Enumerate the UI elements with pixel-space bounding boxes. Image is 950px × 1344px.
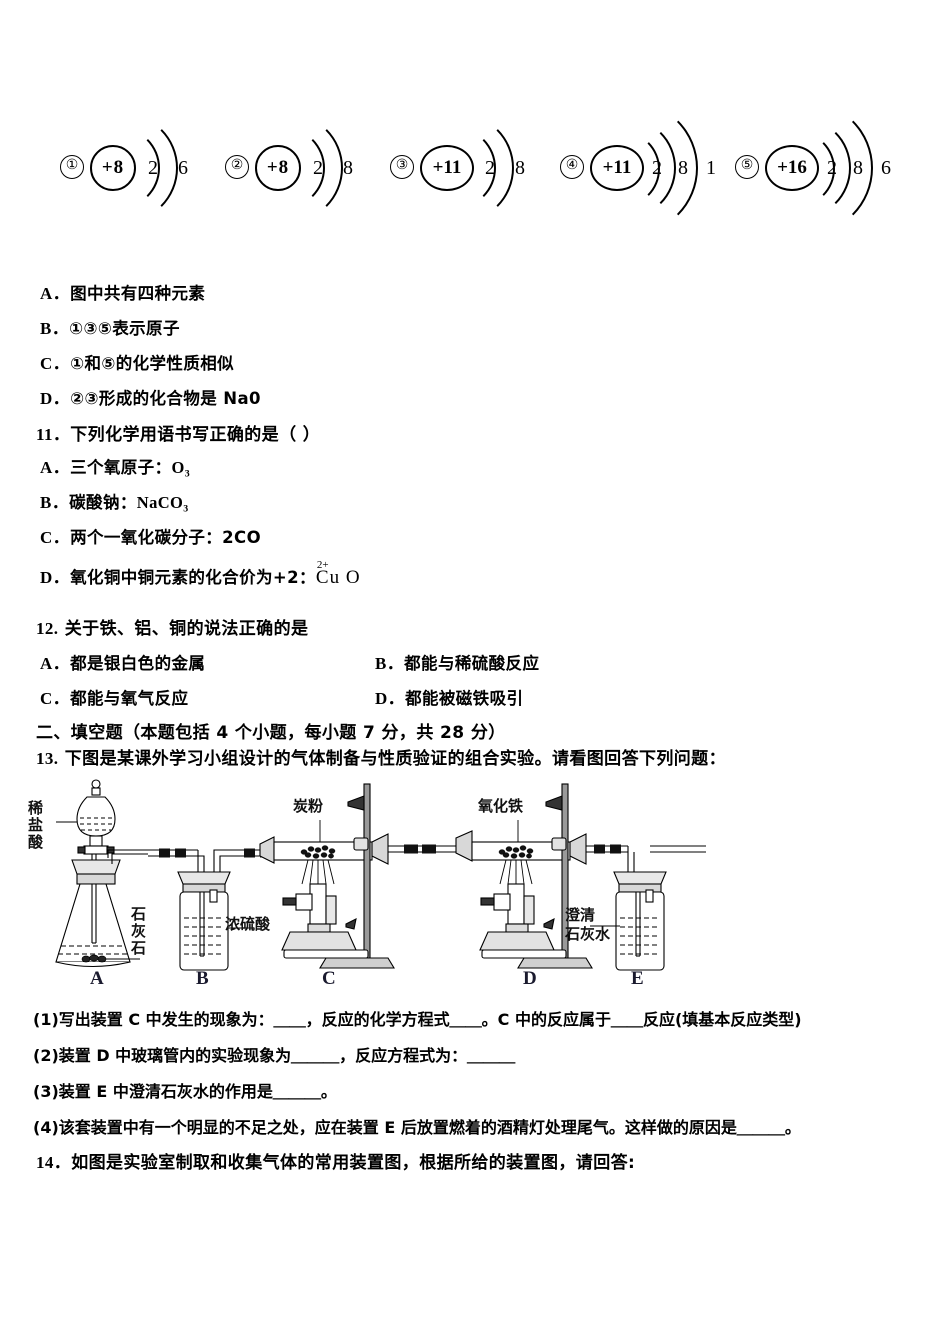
apparatus-letter-c: C: [322, 968, 336, 989]
q14-number: 14．: [36, 1153, 72, 1172]
q11-stem: 11．下列化学用语书写正确的是（ ）: [36, 424, 320, 446]
q14-stem: 14．如图是实验室制取和收集气体的常用装置图，根据所给的装置图，请回答:: [36, 1152, 635, 1174]
q13-sub-3: (3)装置 E 中澄清石灰水的作用是＿＿＿。: [33, 1082, 337, 1101]
q10-option-c-letter: C．: [40, 354, 71, 373]
electron-count: 8: [515, 157, 525, 179]
figure-label-carbon-powder: 炭粉: [293, 797, 324, 815]
atom-item: ② +8 2 8: [225, 95, 375, 245]
atom-item: ④ +11 2 8 1: [560, 95, 745, 245]
q10-option-b: B．①③⑤表示原子: [40, 318, 180, 340]
electron-count: 2: [485, 157, 495, 179]
q11-option-b-formula: NaCO₃: [136, 493, 189, 512]
q14-stem-text: 如图是实验室制取和收集气体的常用装置图，根据所给的装置图，请回答:: [71, 1153, 636, 1173]
atom-item: ③ +11 2 8: [390, 95, 545, 245]
q11-option-a-formula: O₃: [171, 458, 191, 477]
q12-option-d-letter: D．: [375, 689, 406, 708]
q11-option-c-letter: C．: [40, 528, 71, 547]
oxidation-state-superscript: 2+: [316, 559, 329, 571]
q12-option-c-letter: C．: [40, 689, 71, 708]
figure-label-dilute-hcl: 稀 盐 酸: [28, 799, 44, 851]
q13-stem: 13. 下图是某课外学习小组设计的气体制备与性质验证的组合实验。请看图回答下列问…: [36, 748, 726, 770]
oxidation-state-body: Cu O: [315, 567, 361, 588]
q12-stem-text: 关于铁、铝、铜的说法正确的是: [64, 619, 309, 639]
q10-option-d: D．②③形成的化合物是 Na0: [40, 388, 261, 410]
q13-sub-2: (2)装置 D 中玻璃管内的实验现象为＿＿＿，反应方程式为：＿＿＿: [33, 1046, 516, 1065]
q13-sub-4: (4)该套装置中有一个明显的不足之处，应在装置 E 后放置燃着的酒精灯处理尾气。…: [33, 1118, 801, 1137]
electron-shell-arc: [564, 101, 698, 235]
q10-option-c: C．①和⑤的化学性质相似: [40, 353, 234, 375]
q12-option-c: C．都能与氧气反应: [40, 688, 188, 710]
q10-option-a-text: 图中共有四种元素: [70, 284, 206, 303]
q12-option-a-letter: A．: [40, 654, 71, 673]
atom-item: ⑤ +16 2 8 6: [735, 95, 920, 245]
q10-option-d-letter: D．: [40, 389, 71, 408]
q11-option-b-letter: B．: [40, 493, 70, 512]
figure-label-iron-oxide: 氧化铁: [478, 797, 524, 815]
q10-option-a: A．图中共有四种元素: [40, 283, 205, 305]
q11-option-b: B．碳酸钠：NaCO₃: [40, 492, 189, 514]
q13-number: 13.: [36, 749, 59, 768]
section-2-header: 二、填空题（本题包括 4 个小题，每小题 7 分，共 28 分）: [36, 723, 506, 743]
q10-option-c-text: ①和⑤的化学性质相似: [70, 354, 235, 373]
electron-count: 6: [178, 157, 188, 179]
q11-option-a-letter: A．: [40, 458, 71, 477]
electron-count: 8: [853, 157, 863, 179]
figure-label-conc-sulfuric-acid: 浓硫酸: [225, 915, 271, 933]
q12-option-b-letter: B．: [375, 654, 405, 673]
electron-count: 1: [706, 157, 716, 179]
electron-shell-arc: [404, 113, 514, 223]
q10-option-b-text: ①③⑤表示原子: [69, 319, 180, 338]
apparatus-letter-d: D: [523, 968, 537, 989]
q10-option-b-letter: B．: [40, 319, 70, 338]
q11-option-c-text: 两个一氧化碳分子：2CO: [70, 528, 261, 547]
q12-option-d-text: 都能被磁铁吸引: [405, 689, 524, 708]
experiment-apparatus-figure: 稀 盐 酸 石 灰 石 浓硫酸 炭粉 氧化铁 澄清 石灰水 A B C D E: [28, 778, 728, 993]
q11-stem-text: 下列化学用语书写正确的是（ ）: [70, 425, 321, 445]
q13-stem-text: 下图是某课外学习小组设计的气体制备与性质验证的组合实验。请看图回答下列问题：: [64, 749, 726, 769]
apparatus-letter-a: A: [90, 968, 104, 989]
apparatus-letter-e: E: [631, 968, 644, 989]
q12-option-a: A．都是银白色的金属: [40, 653, 205, 675]
q12-option-c-text: 都能与氧气反应: [70, 689, 189, 708]
q11-option-c: C．两个一氧化碳分子：2CO: [40, 527, 261, 549]
q13-sub-1: (1)写出装置 C 中发生的现象为：＿＿，反应的化学方程式＿＿。C 中的反应属于…: [33, 1010, 802, 1029]
q10-option-a-letter: A．: [40, 284, 71, 303]
electron-count: 8: [678, 157, 688, 179]
figure-label-limewater: 澄清 石灰水: [565, 906, 611, 943]
electron-count: 2: [313, 157, 323, 179]
electron-shell-arc: [739, 101, 873, 235]
apparatus-svg: [55, 779, 706, 971]
q12-stem: 12. 关于铁、铝、铜的说法正确的是: [36, 618, 308, 640]
q12-option-d: D．都能被磁铁吸引: [375, 688, 523, 710]
electron-count: 6: [881, 157, 891, 179]
q11-option-d-letter: D．: [40, 568, 71, 587]
q12-option-b: B．都能与稀硫酸反应: [375, 653, 539, 675]
q11-option-b-text: 碳酸钠：: [69, 493, 137, 512]
q11-option-d-text: 氧化铜中铜元素的化合价为+2：: [70, 568, 316, 587]
electron-count: 2: [148, 157, 158, 179]
atom-structure-diagram: ① +8 2 6 ② +8 2 8 ③ +11 2 8 ④ +1: [60, 95, 891, 245]
q11-option-a: A．三个氧原子：O₃: [40, 457, 190, 479]
q11-option-d-formula: 2+Cu O: [315, 559, 361, 589]
electron-shell-arc: [233, 113, 343, 223]
electron-shell-arc: [68, 113, 178, 223]
electron-count: 2: [827, 157, 837, 179]
q11-option-d: D．氧化铜中铜元素的化合价为+2：2+Cu O: [40, 559, 361, 589]
q10-option-d-text: ②③形成的化合物是 Na0: [70, 389, 261, 408]
q12-option-a-text: 都是银白色的金属: [70, 654, 206, 673]
electron-count: 8: [343, 157, 353, 179]
q11-option-a-text: 三个氧原子：: [70, 458, 172, 477]
atom-item: ① +8 2 6: [60, 95, 210, 245]
q12-option-b-text: 都能与稀硫酸反应: [404, 654, 540, 673]
figure-label-limestone: 石 灰 石: [131, 905, 147, 957]
apparatus-letter-b: B: [196, 968, 209, 989]
electron-count: 2: [652, 157, 662, 179]
q11-number: 11．: [36, 425, 71, 444]
q12-number: 12.: [36, 619, 59, 638]
